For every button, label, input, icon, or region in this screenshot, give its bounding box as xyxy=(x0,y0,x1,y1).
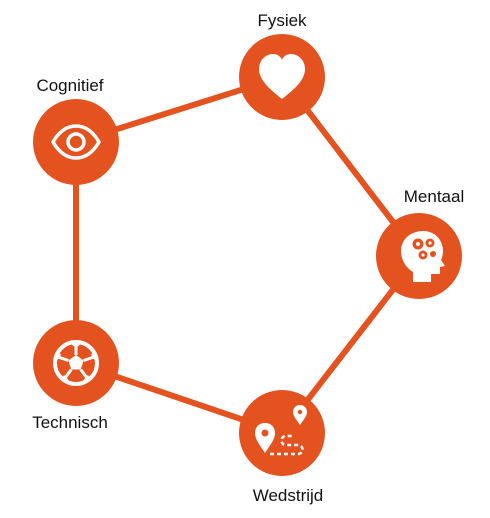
node-wedstrijd-circle xyxy=(239,390,325,476)
node-mentaal: Mentaal xyxy=(376,187,464,299)
node-technisch: Technisch xyxy=(32,320,119,432)
node-label-cognitief: Cognitief xyxy=(36,76,103,95)
node-label-wedstrijd: Wedstrijd xyxy=(253,486,324,505)
node-fysiek: Fysiek xyxy=(239,11,325,120)
node-cognitief-circle xyxy=(33,99,119,185)
node-label-technisch: Technisch xyxy=(32,413,108,432)
node-cognitief: Cognitief xyxy=(33,76,119,185)
eye-icon xyxy=(51,124,101,160)
football-icon xyxy=(53,340,99,386)
node-wedstrijd: Wedstrijd xyxy=(239,390,325,505)
head-gears-icon xyxy=(401,231,445,282)
heart-icon xyxy=(259,54,305,99)
node-label-mentaal: Mentaal xyxy=(404,187,464,206)
pentagon-edges xyxy=(73,74,422,436)
route-pins-icon xyxy=(255,405,307,456)
node-label-fysiek: Fysiek xyxy=(257,11,307,30)
